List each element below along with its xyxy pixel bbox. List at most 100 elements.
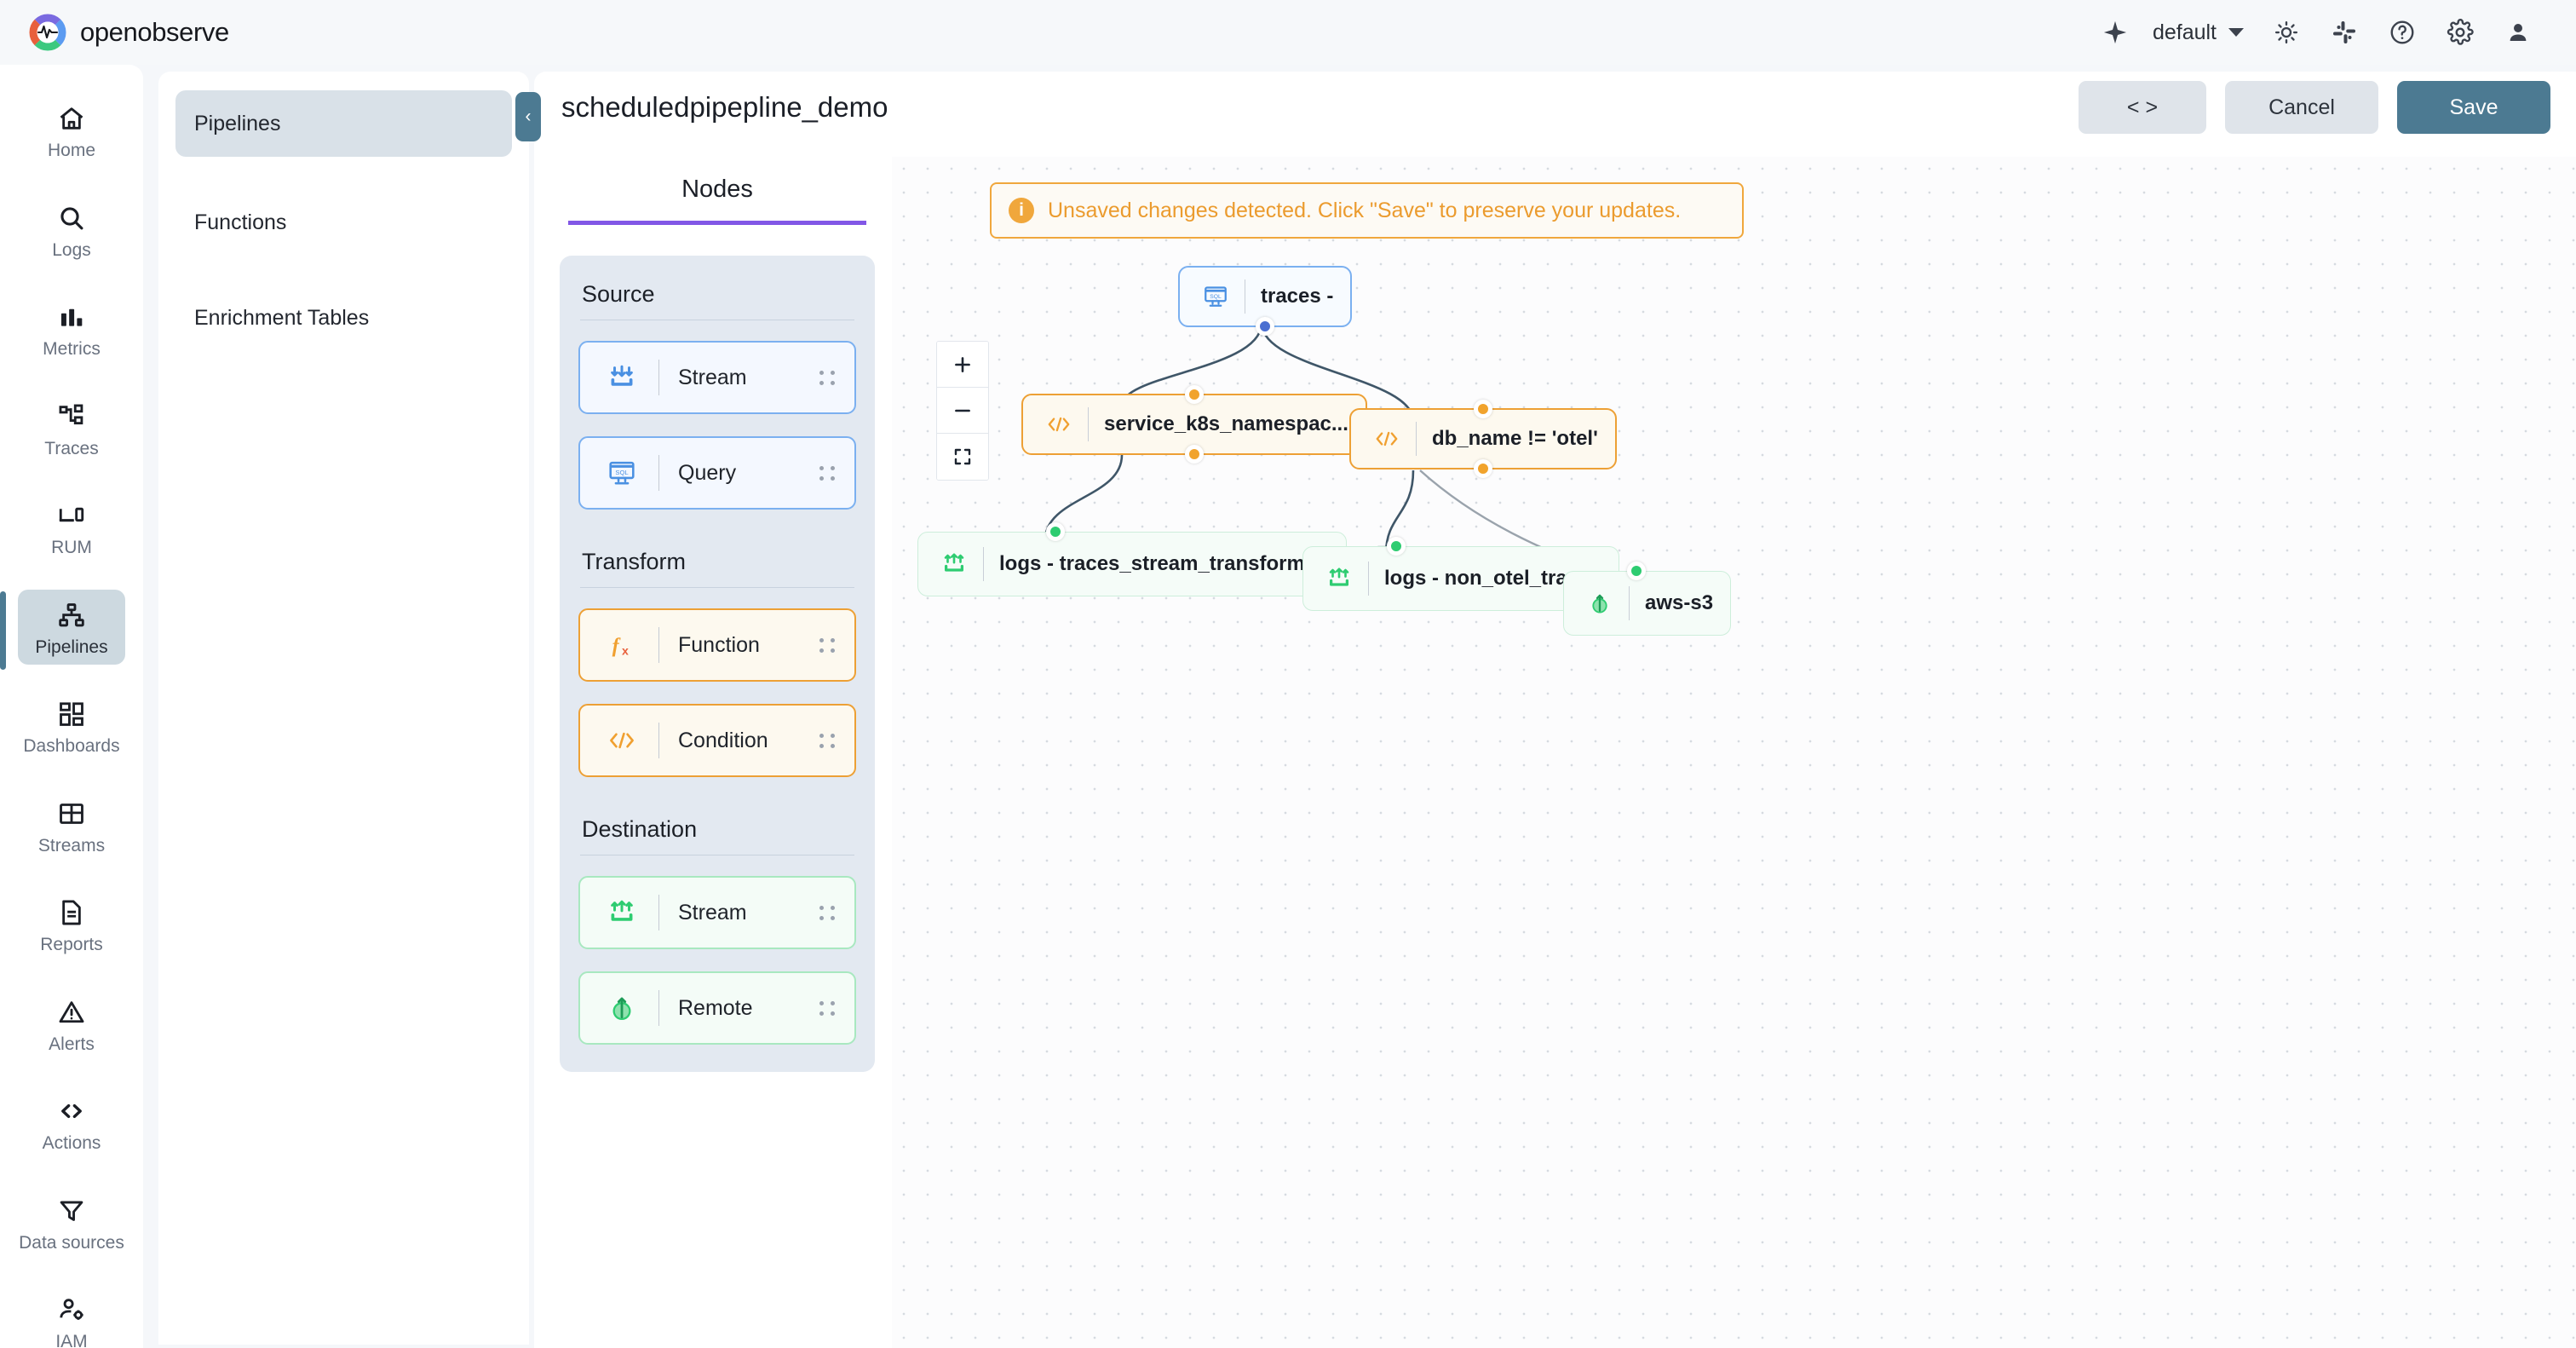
palette-item-destination-stream[interactable]: Stream [578, 876, 856, 949]
banner-text: Unsaved changes detected. Click "Save" t… [1048, 199, 1681, 223]
fit-view-button[interactable] [937, 434, 988, 480]
sidebar-item-reports[interactable]: Reports [0, 878, 143, 972]
sidebar-item-iam[interactable]: IAM [0, 1275, 143, 1348]
palette-item-transform-function[interactable]: f x Function [578, 608, 856, 682]
palette-item-source-stream[interactable]: Stream [578, 341, 856, 414]
divider [1088, 407, 1089, 441]
node-input-port[interactable] [1046, 522, 1065, 541]
theme-toggle-icon[interactable] [2257, 10, 2315, 55]
node-input-port[interactable] [1387, 537, 1406, 556]
sidebar-item-metrics[interactable]: Metrics [0, 282, 143, 377]
pipelines-icon [57, 598, 86, 632]
help-icon[interactable] [2373, 10, 2431, 55]
page-title: scheduledpipepline_demo [561, 91, 888, 124]
function-fx-icon: f x [599, 631, 645, 660]
sidebar-item-enrichment-tables[interactable]: Enrichment Tables [175, 285, 512, 351]
graph-node-destination-traces-stream-transformed[interactable]: logs - traces_stream_transformed [917, 532, 1347, 596]
drag-handle-icon[interactable] [819, 906, 836, 920]
palette-item-label: Remote [678, 996, 819, 1021]
palette-item-transform-condition[interactable]: Condition [578, 704, 856, 777]
drag-handle-icon[interactable] [819, 734, 836, 748]
sidebar-label: Data sources [19, 1233, 124, 1253]
sidebar-item-rum[interactable]: RUM [0, 481, 143, 575]
save-button[interactable]: Save [2397, 81, 2550, 134]
code-brackets-icon [1040, 413, 1078, 435]
drag-handle-icon[interactable] [819, 638, 836, 653]
node-output-port[interactable] [1185, 445, 1204, 464]
collapse-sidebar-button[interactable]: ‹ [515, 92, 541, 141]
node-output-port[interactable] [1256, 317, 1274, 336]
graph-node-label: service_k8s_namespac... [1104, 412, 1348, 436]
sidebar-label: IAM [55, 1332, 87, 1348]
node-output-port[interactable] [1474, 459, 1492, 478]
divider [1629, 586, 1630, 620]
sidebar-label: Reports [40, 935, 103, 955]
settings-icon[interactable] [2431, 10, 2489, 55]
zoom-out-button[interactable] [937, 388, 988, 434]
sidebar-item-pipelines-sub[interactable]: Pipelines [175, 90, 512, 157]
document-icon [57, 896, 86, 930]
sidebar-item-home[interactable]: Home [0, 84, 143, 178]
sidebar-label: Pipelines [35, 637, 107, 658]
graph-node-destination-aws-s3[interactable]: aws-s3 [1563, 571, 1731, 636]
palette-item-source-query[interactable]: SQL Query [578, 436, 856, 510]
sidebar-item-actions[interactable]: Actions [0, 1076, 143, 1171]
graph-node-condition-service-k8s-namespace[interactable]: service_k8s_namespac... [1021, 394, 1367, 455]
sidebar-label: Home [48, 141, 95, 161]
bar-chart-icon [57, 300, 86, 334]
drag-handle-icon[interactable] [819, 371, 836, 385]
palette-item-destination-remote[interactable]: Remote [578, 971, 856, 1045]
sidebar-item-pipelines[interactable]: Pipelines [0, 580, 143, 675]
sparkle-icon[interactable] [2086, 10, 2144, 55]
sidebar-item-alerts[interactable]: Alerts [0, 977, 143, 1072]
alert-triangle-icon [57, 995, 86, 1029]
sidebar-label: Traces [44, 439, 98, 459]
divider [658, 895, 659, 930]
openobserve-logo-icon [29, 14, 66, 51]
palette-group-title-transform: Transform [578, 542, 856, 587]
sidebar-item-dashboards[interactable]: Dashboards [0, 679, 143, 774]
sidebar-label: RUM [51, 538, 92, 558]
user-avatar-icon[interactable] [2489, 10, 2547, 55]
view-code-button[interactable]: < > [2079, 81, 2206, 134]
palette-item-label: Function [678, 633, 819, 658]
drag-handle-icon[interactable] [819, 466, 836, 481]
pipeline-canvas[interactable]: i Unsaved changes detected. Click "Save"… [892, 157, 2576, 1348]
remote-upload-icon [1581, 591, 1619, 615]
divider [658, 723, 659, 758]
chevron-left-icon: ‹ [526, 107, 532, 127]
drag-handle-icon[interactable] [819, 1001, 836, 1016]
sidebar-label: Actions [43, 1133, 101, 1154]
slack-icon[interactable] [2315, 10, 2373, 55]
sidebar-item-traces[interactable]: Traces [0, 382, 143, 476]
palette-item-label: Stream [678, 366, 819, 390]
sidebar-item-data-sources[interactable]: Data sources [0, 1176, 143, 1270]
page-header: scheduledpipepline_demo < > Cancel Save [534, 72, 2576, 143]
divider [580, 587, 854, 588]
divider [658, 627, 659, 663]
sidebar-item-streams[interactable]: Streams [0, 779, 143, 873]
canvas-zoom-controls [936, 341, 989, 481]
sql-query-icon: SQL [1197, 284, 1234, 309]
graph-node-condition-db-name[interactable]: db_name != 'otel' [1349, 408, 1617, 469]
pipelines-subnav: Pipelines Functions Enrichment Tables [158, 72, 529, 1345]
node-input-port[interactable] [1185, 385, 1204, 404]
zoom-in-button[interactable] [937, 342, 988, 388]
brand: openobserve [29, 14, 229, 51]
node-input-port[interactable] [1627, 562, 1646, 580]
cancel-button[interactable]: Cancel [2225, 81, 2378, 134]
funnel-icon [57, 1194, 86, 1228]
org-selector[interactable]: default [2144, 10, 2257, 55]
divider [658, 360, 659, 395]
svg-text:SQL: SQL [615, 469, 628, 476]
sidebar-item-functions[interactable]: Functions [175, 189, 512, 256]
graph-node-source-traces[interactable]: SQL traces - [1178, 266, 1352, 327]
stream-out-icon [935, 551, 973, 577]
palette-item-label: Query [678, 461, 819, 486]
traces-icon [57, 400, 86, 434]
tab-nodes[interactable]: Nodes [568, 157, 866, 225]
node-input-port[interactable] [1474, 400, 1492, 418]
divider [658, 990, 659, 1026]
palette-item-label: Condition [678, 729, 819, 753]
sidebar-item-logs[interactable]: Logs [0, 183, 143, 278]
